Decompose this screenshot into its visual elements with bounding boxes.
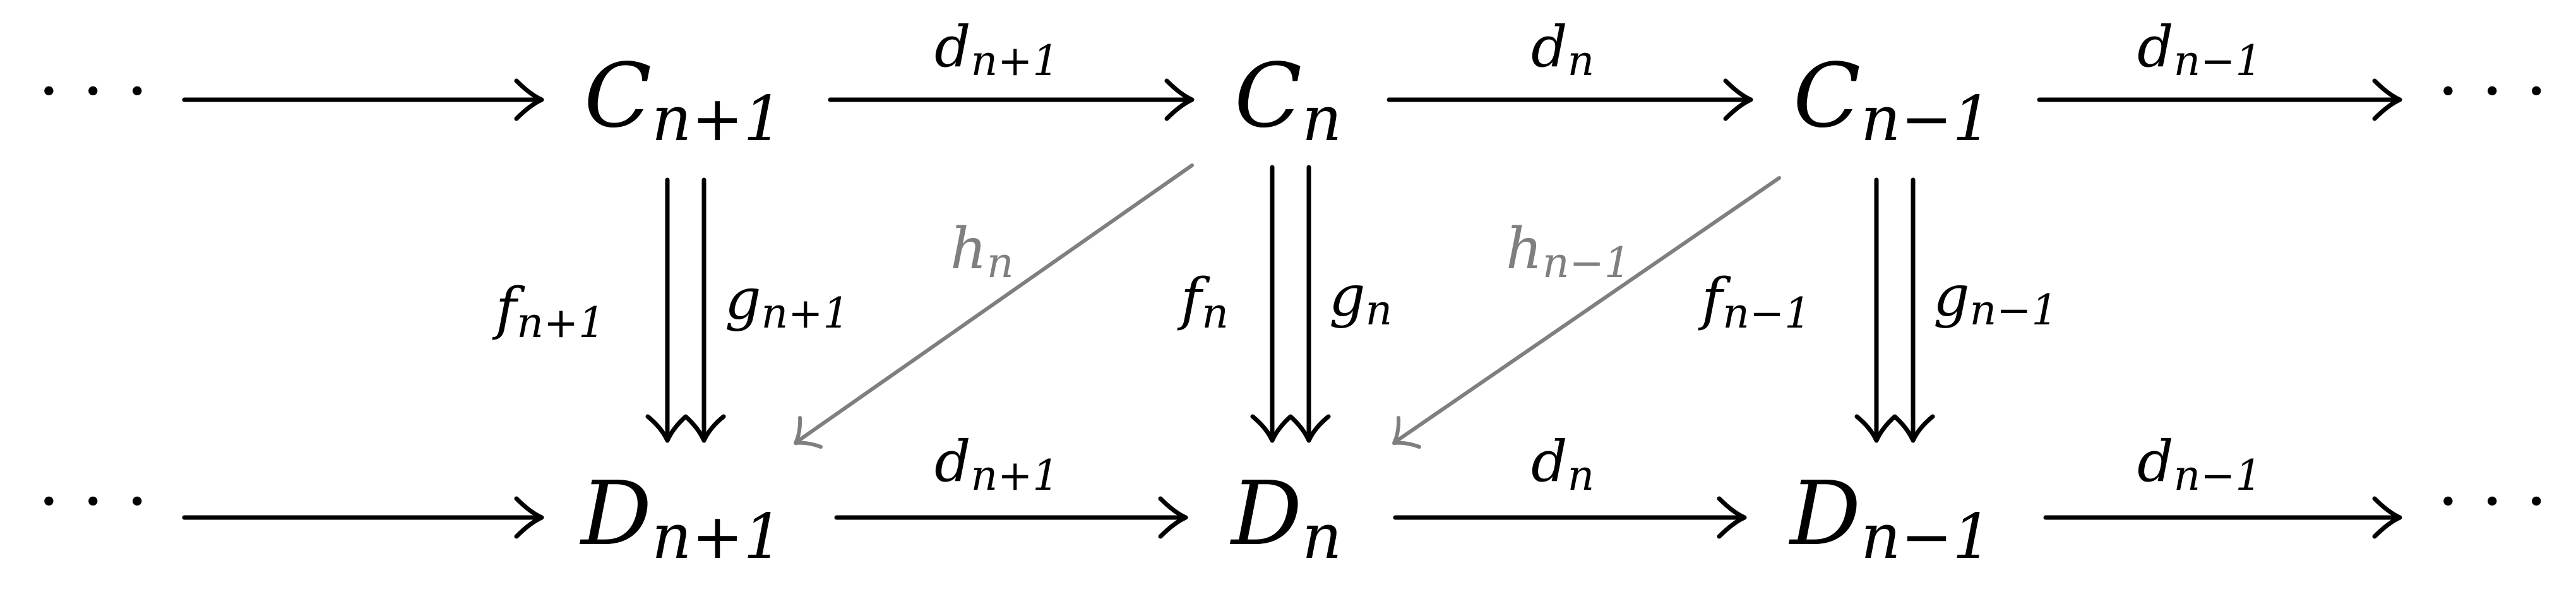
- homotopy-arrow-h-n-head: [794, 416, 823, 449]
- label-bottom-d-n-minus-1: dn−1: [2137, 429, 2262, 500]
- top-arrow-d-n-plus-1-head: [1164, 78, 1195, 121]
- homotopy-arrow-h-n: [795, 163, 1194, 444]
- bottom-right-ellipsis: · · ·: [2437, 461, 2548, 542]
- top-left-ellipsis: · · ·: [38, 50, 148, 131]
- label-g-n: gn: [1329, 263, 1392, 334]
- label-top-d-n-plus-1: dn+1: [934, 14, 1059, 85]
- label-bottom-d-n-plus-1: dn+1: [934, 429, 1059, 500]
- homotopy-arrow-h-n-minus-1: [1393, 176, 1781, 444]
- label-top-d-n-minus-1: dn−1: [2137, 14, 2262, 85]
- node-d-n-minus-1: Dn−1: [1788, 463, 1992, 573]
- node-c-n: Cn: [1234, 45, 1342, 155]
- bottom-arrow-d-n-minus-1-head: [2372, 496, 2402, 539]
- bottom-arrow-d-n-head: [1717, 496, 1747, 539]
- label-h-n: hn: [950, 216, 1013, 287]
- label-h-n-minus-1: hn−1: [1506, 216, 1631, 287]
- vertical-arrow-n-plus-1-head: [645, 414, 726, 443]
- node-d-n-plus-1: Dn+1: [579, 463, 783, 573]
- top-arrow-d-n-head: [1723, 78, 1753, 121]
- top-arrow-d-n-minus-1-head: [2372, 78, 2402, 121]
- label-f-n: fn: [1177, 266, 1229, 338]
- homotopy-arrow-h-n-minus-1-head: [1392, 416, 1421, 449]
- label-bottom-d-n: dn: [1531, 429, 1594, 500]
- label-g-n-minus-1: gn−1: [1933, 263, 2058, 334]
- bottom-left-ellipsis: · · ·: [38, 461, 148, 542]
- top-arrow-left-in-head: [514, 78, 544, 121]
- top-right-ellipsis: · · ·: [2437, 50, 2548, 131]
- node-d-n: Dn: [1229, 463, 1342, 573]
- node-c-n-plus-1: Cn+1: [584, 45, 783, 155]
- label-g-n-plus-1: gn+1: [725, 266, 849, 338]
- bottom-arrow-left-in-head: [514, 496, 544, 539]
- vertical-arrow-n-minus-1-head: [1854, 414, 1935, 443]
- bottom-arrow-d-n-plus-1-head: [1158, 496, 1188, 539]
- vertical-arrow-n-head: [1250, 414, 1331, 443]
- node-c-n-minus-1: Cn−1: [1793, 45, 1992, 155]
- label-top-d-n: dn: [1531, 14, 1594, 85]
- label-f-n-plus-1: fn+1: [492, 276, 605, 347]
- label-f-n-minus-1: fn−1: [1698, 266, 1811, 338]
